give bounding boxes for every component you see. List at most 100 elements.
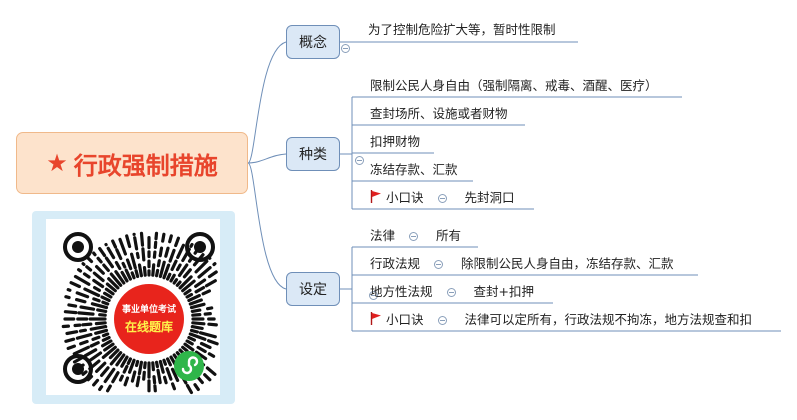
qr-ray — [90, 302, 109, 310]
qr-ray — [78, 328, 88, 333]
qr-ray — [82, 272, 91, 279]
qr-ray — [152, 375, 157, 385]
qr-ray — [114, 260, 122, 271]
qr-ray — [94, 328, 109, 335]
types-item-4-text: 冻结存款、汇款 — [370, 162, 458, 177]
collapse-types-mnemonic-icon[interactable] — [437, 194, 447, 203]
qr-ray — [94, 361, 107, 373]
setting-row-law[interactable]: 法律所有 — [370, 228, 461, 244]
qr-ray — [81, 262, 86, 267]
qr-ray — [196, 345, 207, 354]
branch-concept-label: 概念 — [299, 35, 327, 51]
collapse-setting-law-icon[interactable] — [409, 232, 419, 241]
qr-ray — [162, 375, 168, 385]
qr-ray — [154, 360, 160, 369]
qr-ray — [100, 339, 113, 348]
qr-ray — [64, 295, 71, 300]
qr-ray — [129, 252, 137, 270]
qr-ray — [188, 332, 207, 341]
types-item-2-text: 查封场所、设施或者财物 — [370, 106, 508, 121]
qr-ray — [170, 259, 178, 272]
branch-types[interactable]: 种类 — [286, 137, 340, 171]
qr-ray — [207, 352, 216, 358]
qr-ray — [203, 311, 212, 316]
qr-ray — [207, 339, 219, 346]
qr-ray — [127, 358, 136, 374]
qr-ray — [142, 265, 147, 277]
qr-ray — [194, 259, 209, 274]
collapse-setting-admin-icon[interactable] — [434, 260, 444, 269]
qr-ray — [83, 348, 98, 358]
setting-admin-label: 行政法规 — [370, 256, 421, 271]
types-mnemonic[interactable]: 小口诀先封洞口 — [370, 190, 515, 206]
qr-ray — [137, 360, 144, 376]
types-item-4[interactable]: 冻结存款、汇款 — [370, 162, 458, 178]
qr-ray — [124, 268, 133, 281]
qr-ray — [96, 256, 103, 264]
qr-finder-ring — [185, 232, 215, 262]
qr-finder-ring — [63, 354, 93, 384]
concept-item[interactable]: 为了控制危险扩大等，暂时性限制 — [368, 22, 556, 38]
qr-ray — [108, 348, 120, 360]
qr-ray — [92, 271, 105, 283]
qr-ray — [177, 263, 189, 278]
qr-ray — [130, 370, 137, 383]
qr-ray — [96, 308, 108, 314]
qr-ray — [92, 251, 97, 257]
mini-program-icon — [174, 351, 204, 381]
qr-ray — [130, 271, 136, 280]
qr-ray — [185, 384, 193, 395]
qr-ray — [123, 376, 130, 387]
setting-row-local-regulation[interactable]: 地方性法规查封+扣押 — [370, 284, 534, 300]
qr-ray — [151, 263, 156, 277]
flag-icon — [370, 190, 381, 203]
collapse-setting-icon[interactable] — [369, 291, 379, 300]
connector-root-concept — [247, 41, 287, 164]
qr-ray — [164, 246, 170, 258]
qr-ray — [102, 291, 113, 299]
qr-ray — [137, 263, 144, 278]
concept-text: 为了控制危险扩大等，暂时性限制 — [368, 22, 556, 37]
collapse-types-icon[interactable] — [355, 156, 365, 165]
qr-ray — [79, 305, 96, 311]
root-node[interactable]: ★ 行政强制措施 — [16, 132, 248, 194]
setting-row-admin-regulation[interactable]: 行政法规除限制公民人身自由，冻结存款、汇款 — [370, 256, 674, 272]
qr-ray — [79, 339, 89, 346]
qr-ray — [175, 280, 182, 287]
qr-ray — [161, 232, 166, 243]
qr-ray — [198, 331, 217, 339]
qr-ray — [77, 311, 95, 316]
collapse-concept-icon[interactable] — [341, 44, 350, 53]
qr-card[interactable]: 事业单位考试 在线题库 — [32, 211, 235, 404]
branch-concept[interactable]: 概念 — [286, 25, 340, 59]
qr-ray — [73, 274, 91, 286]
connector-root-types — [247, 153, 287, 164]
qr-ray — [100, 295, 111, 303]
qr-ray — [107, 277, 120, 290]
qr-ray — [111, 371, 120, 384]
branch-setting[interactable]: 设定 — [286, 272, 340, 306]
qr-badge-line1: 事业单位考试 — [121, 304, 176, 315]
qr-ray — [178, 275, 193, 290]
types-item-1[interactable]: 限制公民人身自由（强制隔离、戒毒、酒醒、医疗） — [370, 78, 658, 94]
qr-ray — [92, 278, 105, 289]
setting-mnemonic-label: 小口诀 — [386, 312, 424, 327]
qr-code[interactable]: 事业单位考试 在线题库 — [46, 219, 220, 395]
qr-ray — [106, 246, 116, 260]
branch-setting-label: 设定 — [299, 282, 327, 298]
qr-ray — [92, 285, 102, 293]
qr-ray — [81, 370, 88, 376]
qr-ray — [201, 289, 211, 296]
setting-mnemonic[interactable]: 小口诀法律可以定所有，行政法规不拘冻，地方法规查和扣 — [370, 312, 752, 328]
qr-ray — [75, 297, 87, 304]
qr-ray — [114, 270, 126, 285]
qr-ray — [194, 278, 207, 288]
types-item-2[interactable]: 查封场所、设施或者财物 — [370, 106, 508, 122]
collapse-setting-local-icon[interactable] — [446, 288, 456, 297]
qr-ray — [207, 270, 218, 279]
types-item-3[interactable]: 扣押财物 — [370, 134, 420, 150]
collapse-setting-mnemonic-icon[interactable] — [437, 316, 447, 325]
qr-ray — [121, 261, 127, 269]
qr-ray — [65, 330, 79, 336]
qr-ray — [64, 337, 76, 343]
